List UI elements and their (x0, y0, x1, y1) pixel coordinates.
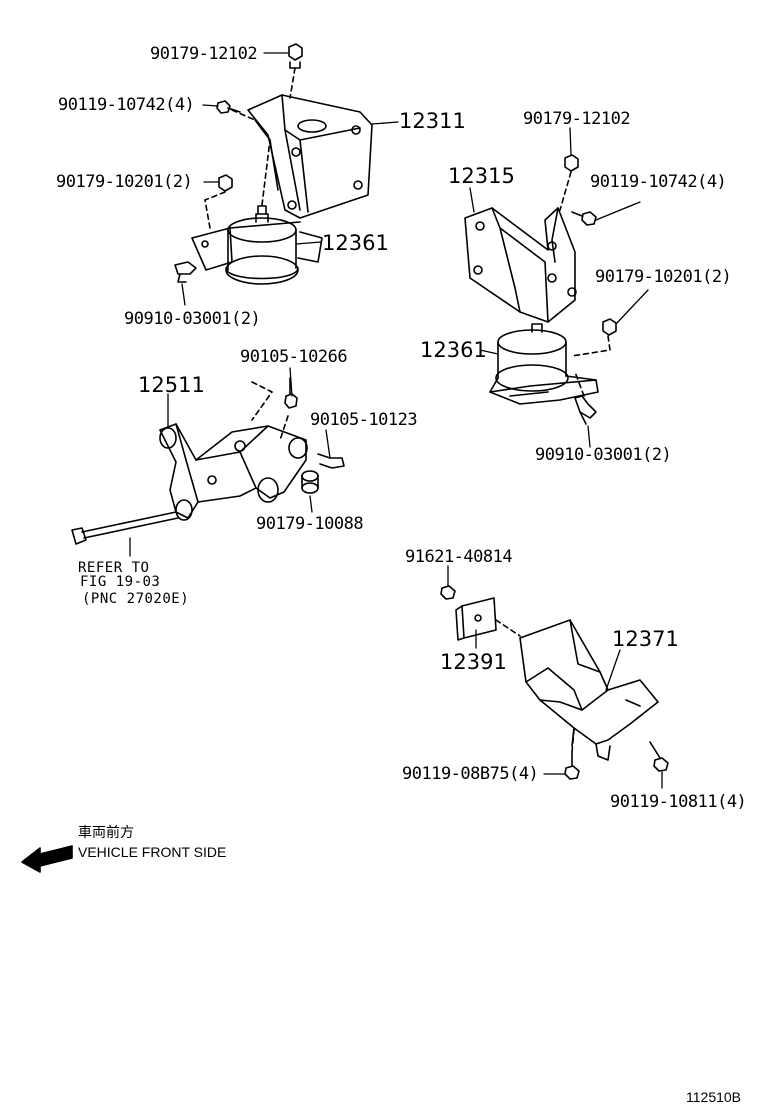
nut-90179-10201-b-drawing (602, 318, 617, 336)
part-label-90910-03001-b: 90910-03001(2) (535, 445, 672, 465)
alignment-lines-c (251, 381, 289, 441)
refer-note-line-2: FIG 19-03 (80, 574, 161, 590)
part-label-90119-10742-a: 90119-10742(4) (58, 95, 195, 115)
vehicle-front-label-en: VEHICLE FRONT SIDE (78, 844, 227, 860)
insulator-12361-upper-drawing (191, 205, 323, 285)
part-label-90119-10811: 90119-10811(4) (610, 792, 747, 812)
leader-lines-c (129, 367, 331, 557)
refer-note-line-1: REFER TO (78, 560, 150, 576)
part-label-91621-40814: 91621-40814 (405, 547, 513, 567)
refer-note-line-3: (PNC 27020E) (82, 591, 190, 607)
part-label-12361-b: 12361 (420, 338, 487, 362)
part-label-12315: 12315 (448, 164, 515, 188)
leader-lines-d (447, 565, 663, 789)
bolt-90910-03001-a-drawing (174, 261, 197, 283)
part-label-90179-10088: 90179-10088 (256, 514, 364, 534)
insulator-12361-lower-drawing (489, 323, 599, 405)
collar-90179-10088-drawing (301, 470, 319, 494)
nut-90179-10201-a-drawing (218, 174, 233, 192)
bracket-12311-drawing (247, 94, 373, 219)
part-label-12311: 12311 (399, 109, 466, 133)
part-label-90179-10201-b: 90179-10201(2) (595, 267, 732, 287)
part-label-90179-12102-b: 90179-12102 (523, 109, 631, 129)
leader-lines-b (469, 127, 649, 448)
bracket-12315-drawing (464, 207, 577, 323)
bolt-90119-10811-drawing (649, 741, 669, 772)
plate-12391-drawing (455, 597, 497, 641)
bolt-90119-10742-b-drawing (571, 211, 597, 226)
part-label-90119-08B75: 90119-08B75(4) (402, 764, 539, 784)
bracket-12371-drawing (519, 619, 659, 761)
bolt-90910-03001-b-drawing (574, 395, 597, 425)
figure-id: 112510B (686, 1089, 742, 1105)
part-label-12361-a: 12361 (322, 231, 389, 255)
bolt-90105-10123-drawing (317, 453, 345, 469)
part-label-90105-10123: 90105-10123 (310, 410, 418, 430)
nut-90179-12102-a-drawing (288, 43, 303, 69)
leader-lines-a (181, 52, 399, 306)
bolt-91621-40814-drawing (440, 585, 456, 600)
alignment-lines-b (559, 171, 611, 397)
part-label-90119-10742-b: 90119-10742(4) (590, 172, 727, 192)
long-bolt-drawing (71, 511, 179, 545)
part-label-90179-10201-a: 90179-10201(2) (56, 172, 193, 192)
alignment-lines-a (204, 67, 296, 229)
vehicle-front-arrow-icon (21, 845, 73, 873)
bracket-12511-drawing (159, 423, 308, 521)
part-label-12371: 12371 (612, 627, 679, 651)
vehicle-front-label-jp: 車両前方 (78, 824, 134, 840)
nut-90179-12102-b-drawing (564, 154, 579, 172)
part-label-90910-03001-a: 90910-03001(2) (124, 309, 261, 329)
part-label-90105-10266: 90105-10266 (240, 347, 348, 367)
part-label-90179-12102-a: 90179-12102 (150, 44, 258, 64)
bolt-90119-08B75-drawing (564, 751, 580, 780)
part-label-12511: 12511 (138, 373, 205, 397)
alignment-lines-d (495, 619, 575, 753)
part-label-12391: 12391 (440, 650, 507, 674)
